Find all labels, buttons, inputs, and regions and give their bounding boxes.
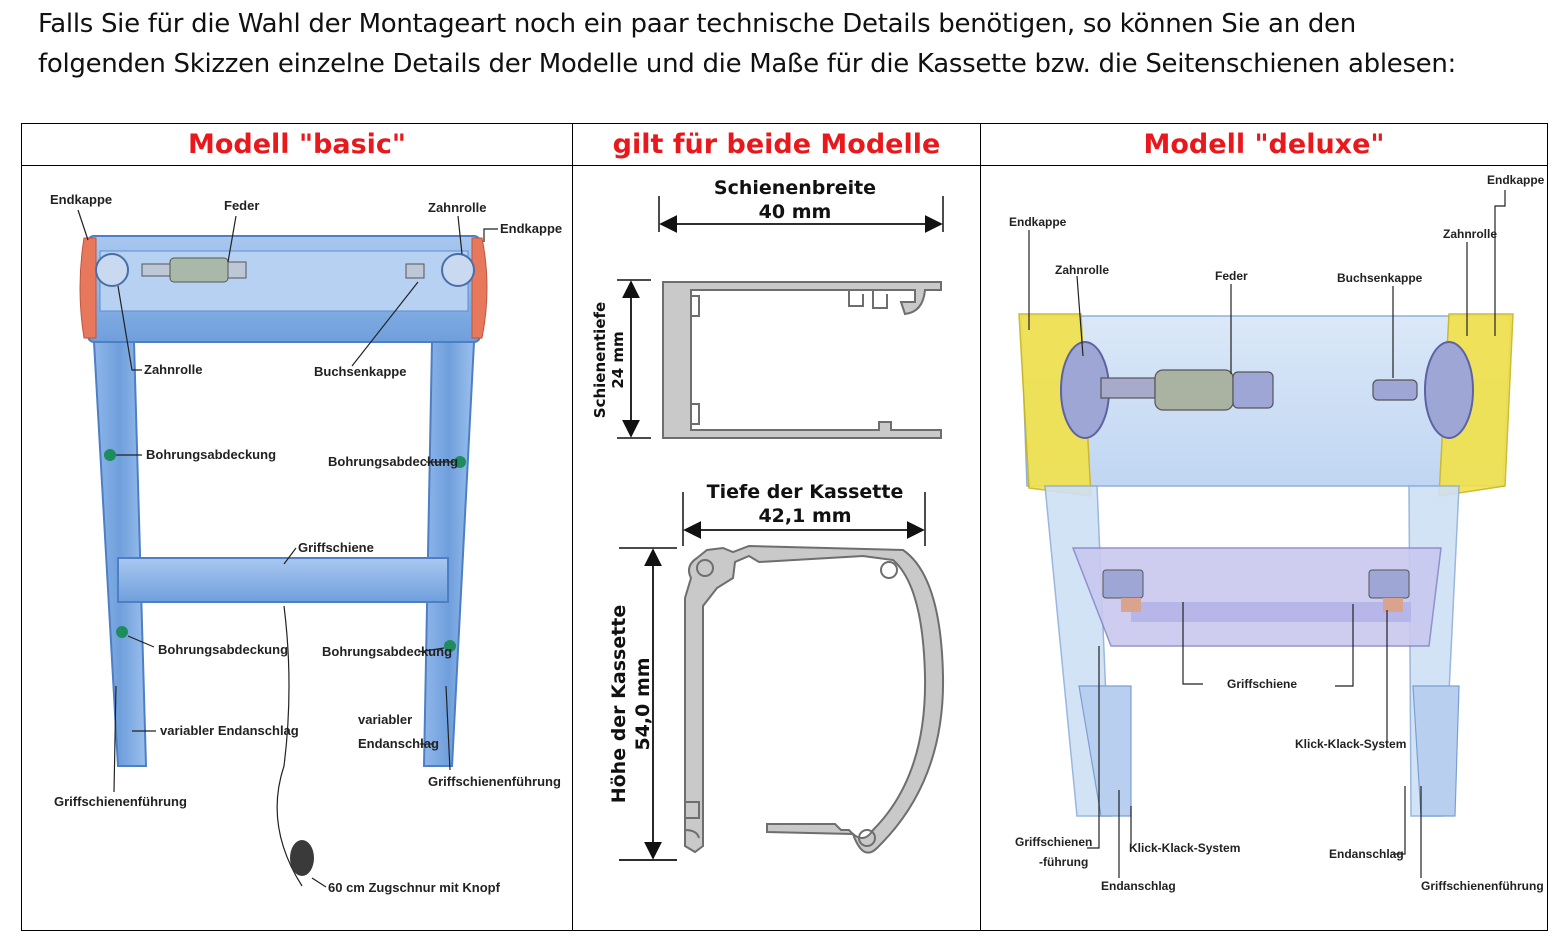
basic-diagram-cell: Endkappe Feder Zahnrolle Endkappe Zahnro… [21, 165, 573, 931]
deluxe-label-griffschienenfuehrung: Griffschienenführung [1421, 879, 1544, 893]
basic-label-endkappe-right: Endkappe [500, 221, 562, 236]
deluxe-label-klick-klack-right: Klick-Klack-System [1295, 737, 1406, 751]
profile-diagram-cell: Schienenbreite 40 mm Schienentiefe 24 mm… [572, 165, 981, 931]
deluxe-label-buchsenkappe: Buchsenkappe [1337, 271, 1423, 285]
deluxe-diagram-cell: Endkappe Endkappe Zahnrolle Zahnrolle Fe… [980, 165, 1548, 931]
basic-cord [276, 605, 303, 887]
basic-cover-left-top [104, 449, 116, 461]
cassette-height-label: Höhe der Kassette [608, 605, 630, 804]
intro-line-2: folgenden Skizzen einzelne Details der M… [38, 49, 1457, 79]
basic-label-griffschiene: Griffschiene [298, 540, 374, 555]
basic-cover-left-bottom [116, 626, 128, 638]
basic-endcap-left [79, 237, 97, 339]
deluxe-label-griffschienen-l1: Griffschienen [1015, 835, 1092, 849]
header-both: gilt für beide Modelle [572, 123, 981, 166]
basic-handle-rail [117, 557, 449, 603]
deluxe-label-endanschlag-right: Endanschlag [1329, 847, 1404, 861]
deluxe-model-drawing: Endkappe Endkappe Zahnrolle Zahnrolle Fe… [1009, 173, 1545, 893]
basic-cover-right-top [454, 456, 466, 468]
intro-text: Falls Sie für die Wahl der Montageart no… [38, 4, 1558, 84]
deluxe-label-klick-klack-bottom: Klick-Klack-System [1129, 841, 1240, 855]
basic-label-feder: Feder [224, 198, 259, 213]
rail-depth-label: Schienentiefe [591, 302, 609, 418]
header-deluxe: Modell "deluxe" [980, 123, 1548, 166]
cassette-depth-value: 42,1 mm [758, 505, 851, 527]
deluxe-label-feder: Feder [1215, 269, 1248, 283]
basic-label-bohrung-right-bottom: Bohrungsabdeckung [322, 644, 452, 659]
deluxe-label-griffschiene: Griffschiene [1227, 677, 1297, 691]
profile-drawing: Schienenbreite 40 mm Schienentiefe 24 mm… [591, 177, 945, 861]
rail-profile [662, 281, 942, 439]
deluxe-label-endkappe-left: Endkappe [1009, 215, 1067, 229]
model-comparison-table: Modell "basic" gilt für beide Modelle Mo… [21, 123, 1548, 931]
basic-label-griffschienenfuehrung-right: Griffschienenführung [428, 774, 561, 789]
basic-endcap-right [471, 237, 488, 339]
basic-spring [169, 257, 229, 283]
cassette-profile [684, 544, 945, 854]
header-basic: Modell "basic" [21, 123, 573, 166]
basic-knob [290, 840, 314, 876]
basic-label-bohrung-right-top: Bohrungsabdeckung [328, 454, 458, 469]
basic-label-endkappe-left: Endkappe [50, 192, 112, 207]
basic-label-bohrung-left-bottom: Bohrungsabdeckung [158, 642, 288, 657]
basic-label-buchsenkappe: Buchsenkappe [314, 364, 406, 379]
deluxe-label-zahnrolle-right: Zahnrolle [1443, 227, 1497, 241]
basic-label-zugschnur: 60 cm Zugschnur mit Knopf [328, 880, 501, 895]
basic-label-variabler-l2: Endanschlag [358, 736, 439, 751]
rail-width-value: 40 mm [759, 201, 832, 223]
intro-line-1: Falls Sie für die Wahl der Montageart no… [38, 9, 1356, 39]
cassette-depth-title: Tiefe der Kassette [707, 481, 904, 503]
basic-label-variabler-endanschlag: variabler Endanschlag [160, 723, 299, 738]
basic-model-drawing: Endkappe Feder Zahnrolle Endkappe Zahnro… [50, 192, 562, 895]
basic-rail-left [92, 341, 148, 767]
deluxe-label-griffschienen-l2: -führung [1039, 855, 1088, 869]
basic-label-zahnrolle-top: Zahnrolle [428, 200, 487, 215]
basic-cover-right-bottom [444, 640, 456, 652]
cassette-height-value: 54,0 mm [632, 657, 654, 750]
rail-depth-value: 24 mm [609, 331, 627, 388]
basic-label-griffschienenfuehrung-left: Griffschienenführung [54, 794, 187, 809]
basic-label-variabler-l1: variabler [358, 712, 412, 727]
deluxe-spring [1154, 369, 1234, 411]
deluxe-gear-right [1424, 341, 1474, 439]
basic-rail-right [422, 341, 476, 767]
deluxe-label-zahnrolle-left: Zahnrolle [1055, 263, 1109, 277]
deluxe-label-endanschlag-bottom: Endanschlag [1101, 879, 1176, 893]
rail-width-title: Schienenbreite [714, 177, 876, 199]
basic-label-bohrung-left-top: Bohrungsabdeckung [146, 447, 276, 462]
basic-label-zahnrolle: Zahnrolle [144, 362, 203, 377]
deluxe-label-endkappe-right: Endkappe [1487, 173, 1545, 187]
